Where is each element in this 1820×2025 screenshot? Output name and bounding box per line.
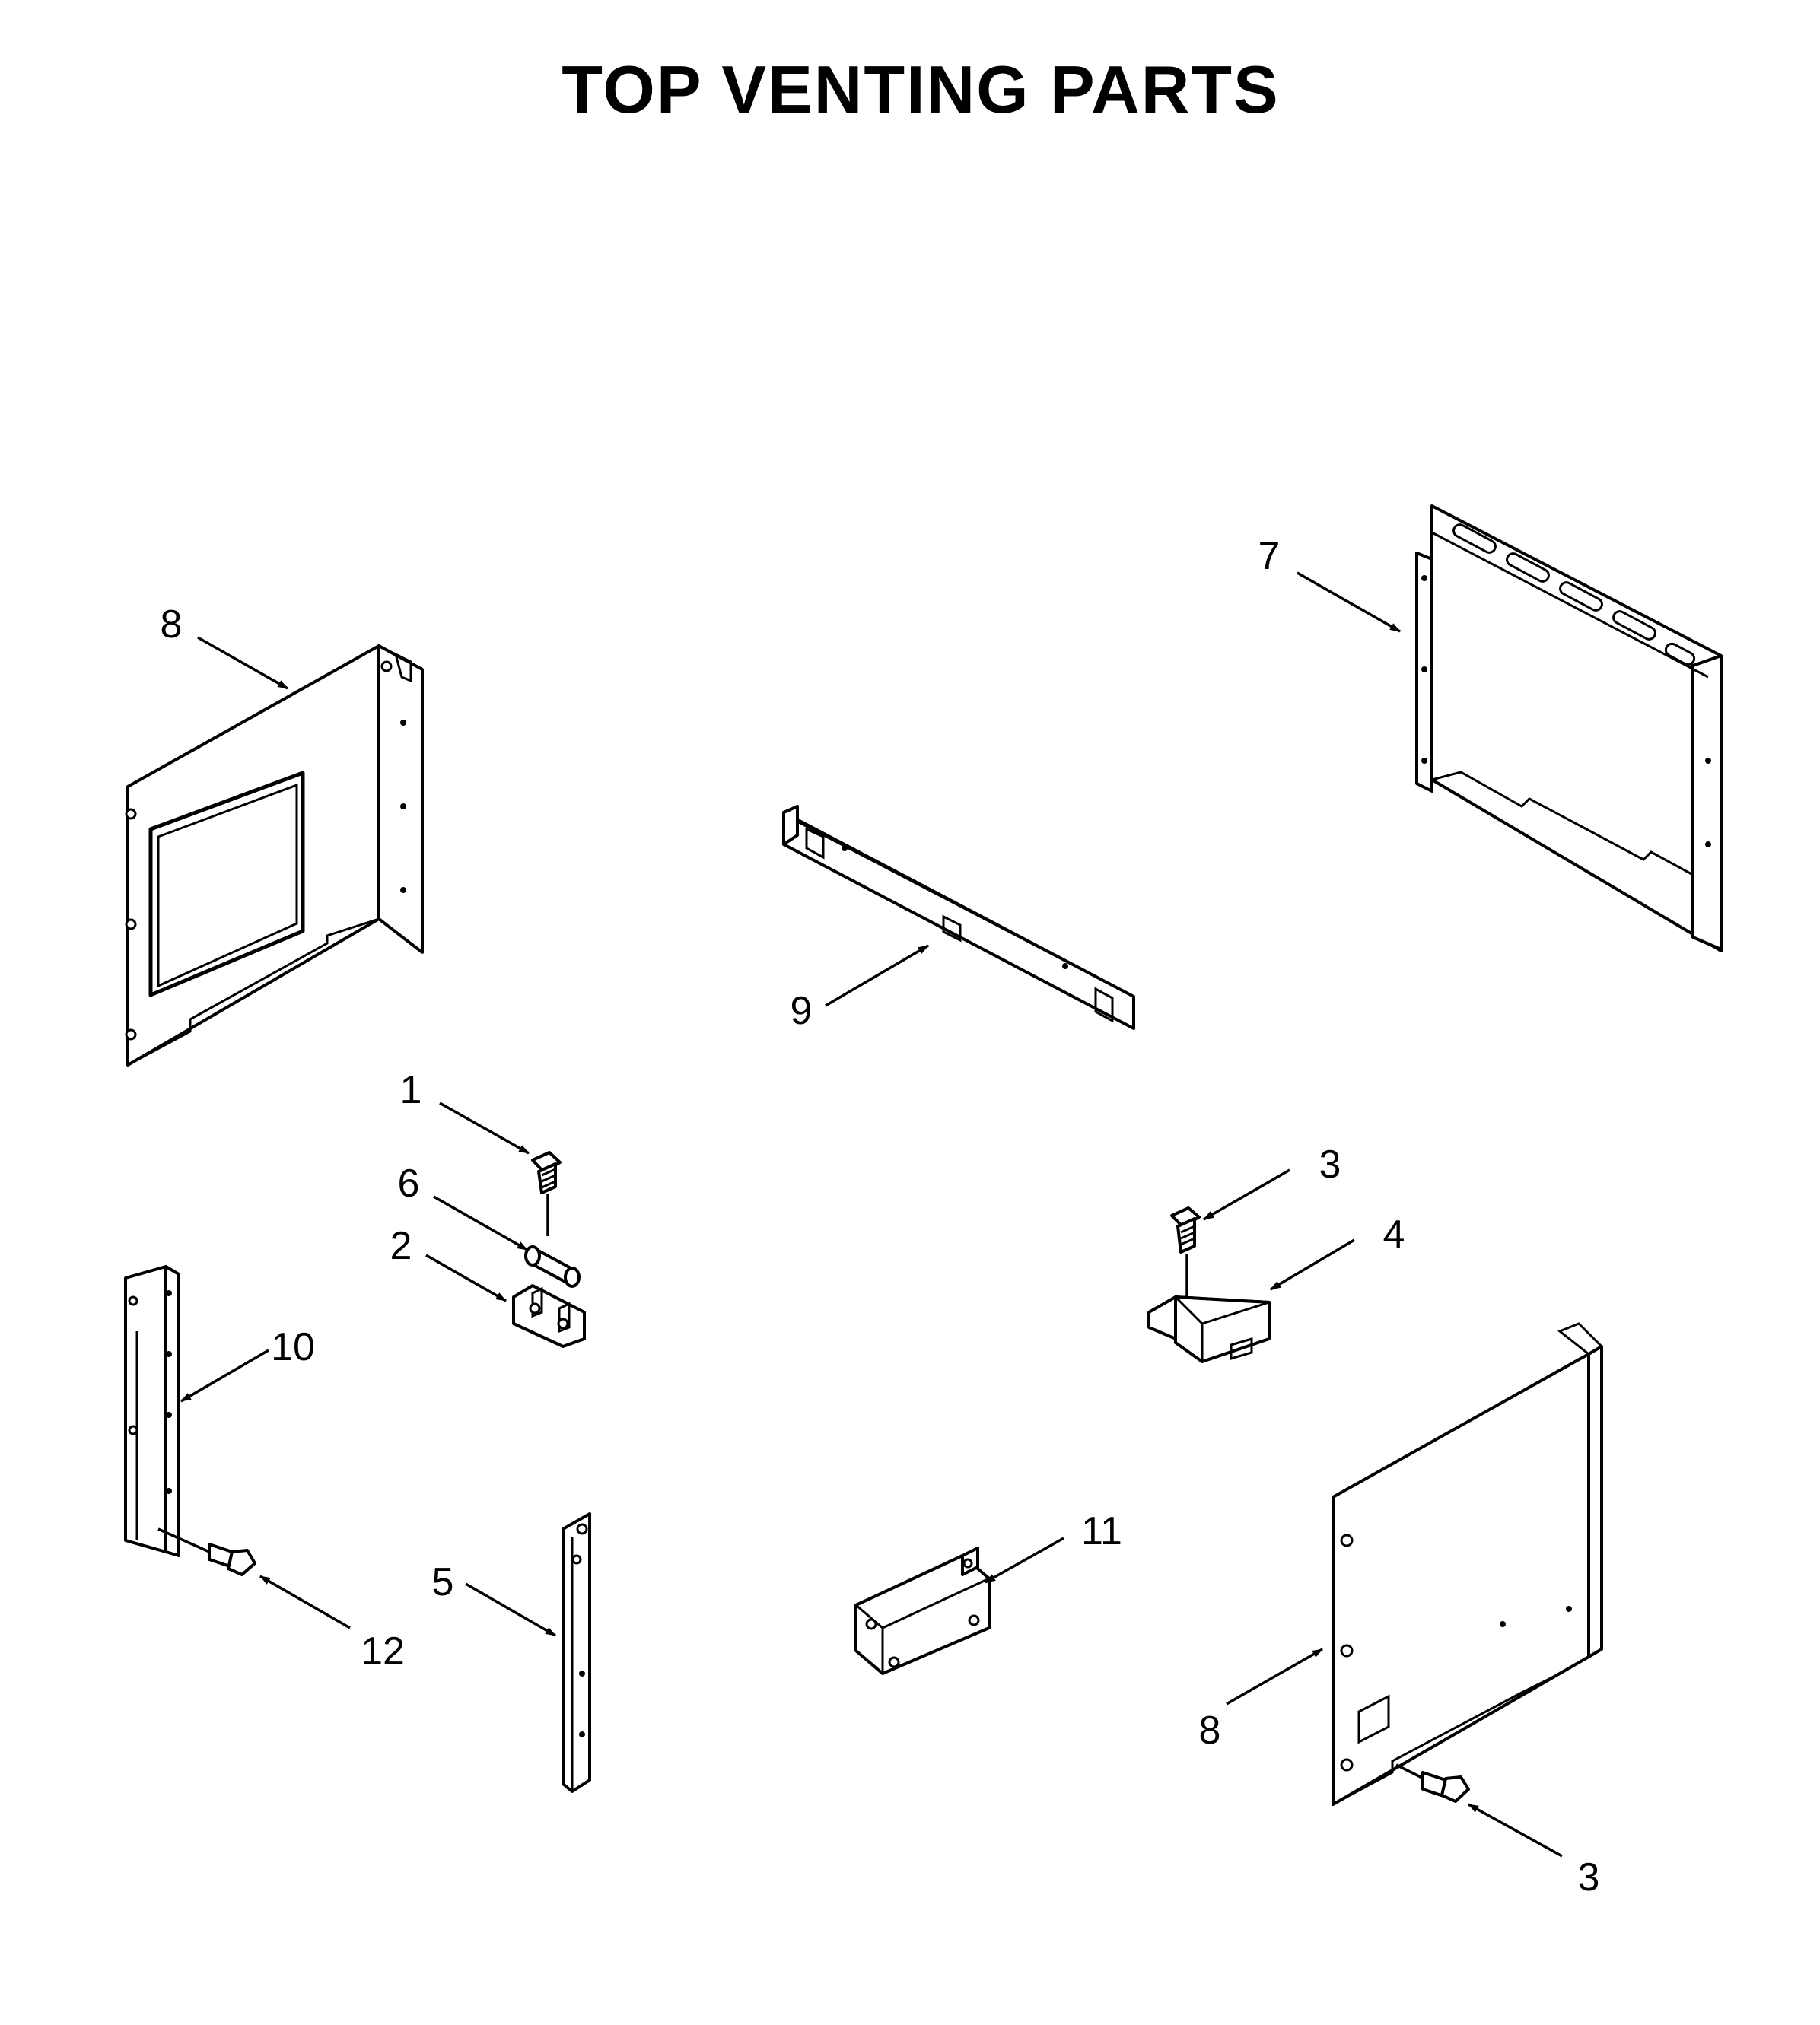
part-8-left-panel — [125, 644, 424, 1067]
leader-8-right — [1226, 1648, 1323, 1706]
callout-9: 9 — [791, 989, 813, 1033]
callout-8-right: 8 — [1199, 1709, 1221, 1753]
leader-5 — [465, 1582, 556, 1637]
leader-1 — [439, 1102, 530, 1155]
leader-7 — [1297, 571, 1401, 633]
callout-11: 11 — [1081, 1509, 1122, 1553]
part-12-screw — [158, 1527, 256, 1576]
callout-labels: 8 7 9 1 6 2 10 12 5 3 4 11 8 3 — [161, 534, 1600, 1899]
callout-2: 2 — [390, 1224, 412, 1268]
leader-6 — [433, 1195, 528, 1251]
callout-12: 12 — [361, 1629, 405, 1674]
part-4-module — [1147, 1295, 1271, 1363]
part-11-bracket — [854, 1547, 991, 1675]
part-7-slotted-panel — [1415, 504, 1723, 952]
leader-3-lower — [1468, 1803, 1563, 1858]
part-8-right-panel — [1332, 1322, 1604, 1806]
callout-10: 10 — [271, 1325, 315, 1369]
leader-11 — [985, 1537, 1064, 1584]
diagram-title: TOP VENTING PARTS — [562, 52, 1279, 127]
part-5-vertical-strip — [562, 1512, 591, 1793]
callout-7: 7 — [1258, 534, 1281, 578]
part-1-screw — [531, 1151, 562, 1236]
part-6-fuse — [524, 1245, 581, 1288]
leader-4 — [1270, 1238, 1355, 1291]
leader-10 — [180, 1349, 269, 1403]
leader-9 — [825, 944, 929, 1007]
callout-6: 6 — [398, 1162, 420, 1206]
callout-5: 5 — [432, 1560, 454, 1604]
callout-3-upper: 3 — [1319, 1143, 1341, 1187]
leader-lines — [180, 571, 1563, 1858]
leader-8-left — [197, 636, 288, 690]
part-3-screw-upper — [1170, 1206, 1201, 1297]
part-10-vertical-rail — [124, 1265, 180, 1557]
part-9-bracket-bar — [782, 805, 1135, 1030]
part-3-screw-lower — [1395, 1763, 1470, 1803]
leader-3-upper — [1203, 1168, 1290, 1221]
leader-12 — [259, 1575, 351, 1629]
part-2-fuse-holder — [512, 1284, 586, 1348]
callout-8-left: 8 — [161, 602, 183, 647]
callout-4: 4 — [1383, 1213, 1405, 1257]
callout-3-lower: 3 — [1578, 1855, 1600, 1899]
leader-2 — [425, 1254, 507, 1302]
callout-1: 1 — [400, 1068, 422, 1112]
